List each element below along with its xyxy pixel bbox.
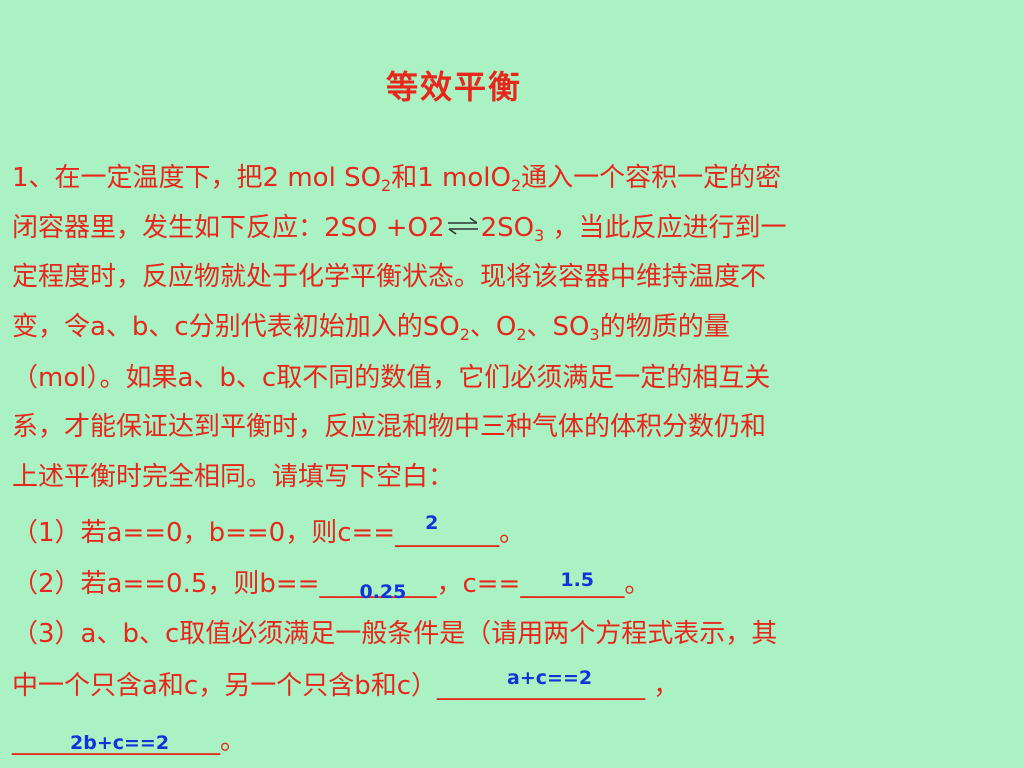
answer-blank-bc: ________________2b+c==2 xyxy=(12,726,220,756)
answer-b-value: 0.25 xyxy=(359,581,407,603)
question-3-line-2: 中一个只含a和c，另一个只含b和c）________________a+c==2… xyxy=(12,668,679,704)
question-1: （1）若a==0，b==0，则c==________2。 xyxy=(12,512,525,551)
answer-bc-equation: 2b+c==2 xyxy=(70,732,170,754)
answer-blank-c: ________1.5 xyxy=(520,569,625,599)
answer-c-value-2: 1.5 xyxy=(560,569,595,591)
equilibrium-arrow-icon xyxy=(447,217,478,235)
question-3-line-3: ________________2b+c==2。 xyxy=(12,723,246,759)
problem-line-3: 定程度时，反应物就处于化学平衡状态。现将该容器中维持温度不 xyxy=(12,262,767,292)
answer-blank-1: ________2 xyxy=(395,512,500,548)
problem-line-1: 1、在一定温度下，把2 mol SO2和1 molO2通入一个容积一定的密 xyxy=(12,163,782,195)
answer-blank-b: _________0.25 xyxy=(319,569,437,603)
answer-c-value: 2 xyxy=(425,512,439,534)
question-3-line-1: （3）a、b、c取值必须满足一般条件是（请用两个方程式表示，其 xyxy=(12,619,778,649)
problem-line-5: （mol）。如果a、b、c取不同的数值，它们必须满足一定的相互关 xyxy=(12,363,771,393)
answer-blank-ac: ________________a+c==2 xyxy=(437,667,646,701)
problem-line-7: 上述平衡时完全相同。请填写下空白： xyxy=(12,462,455,492)
problem-line-4: 变，令a、b、c分别代表初始加入的SO2、O2、SO3的物质的量 xyxy=(12,312,730,344)
answer-ac-equation: a+c==2 xyxy=(507,667,593,689)
page-title: 等效平衡 xyxy=(385,68,522,106)
question-2: （2）若a==0.5，则b==_________0.25，c==________… xyxy=(12,566,650,602)
problem-line-6: 系，才能保证达到平衡时，反应混和物中三种气体的体积分数仍和 xyxy=(12,412,767,442)
